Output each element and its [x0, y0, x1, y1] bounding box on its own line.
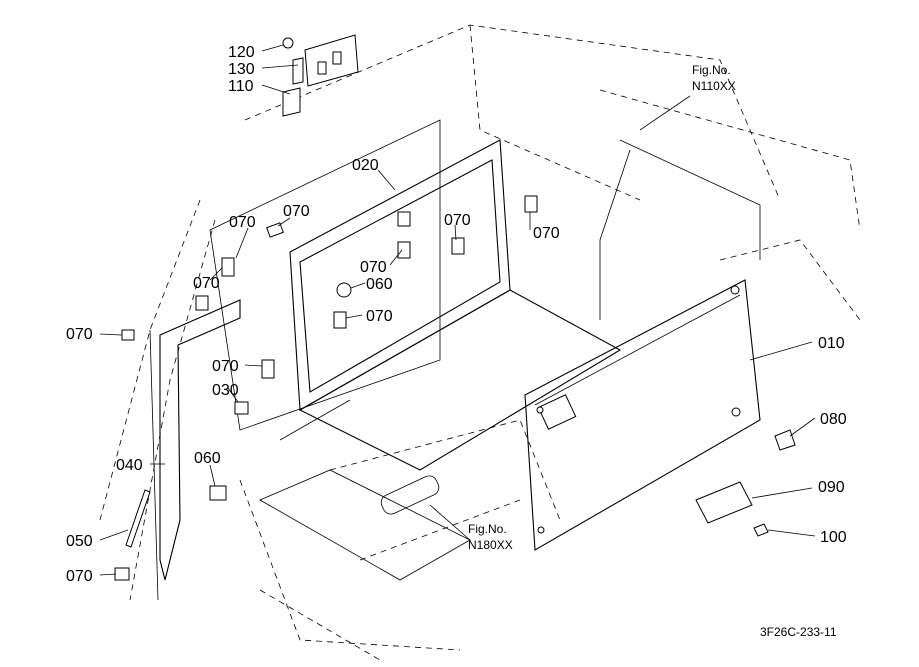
part-label-030: 030 [212, 382, 239, 399]
fig-ref-bottom-line2: N180XX [468, 538, 513, 552]
part-label-100: 100 [820, 529, 847, 546]
part-labels: 120 130 110 020 070 070 070 070 070 070 … [66, 44, 847, 585]
part-label-060-a: 060 [366, 276, 393, 293]
cover-panel-010 [524, 279, 761, 551]
part-label-090: 090 [818, 479, 845, 496]
part-label-060-b: 060 [194, 450, 221, 467]
part-label-070-c: 070 [193, 275, 220, 292]
part-label-070-j: 070 [66, 568, 93, 585]
part-label-070-d: 070 [444, 212, 471, 229]
figure-references: Fig.No. N110XX Fig.No. N180XX [468, 63, 736, 552]
part-label-130: 130 [228, 61, 255, 78]
leader-lines [99, 44, 816, 576]
part-label-070-h: 070 [66, 326, 93, 343]
part-label-080: 080 [820, 411, 847, 428]
part-label-040: 040 [116, 457, 143, 474]
part-label-070-e: 070 [360, 259, 387, 276]
part-label-050: 050 [66, 533, 93, 550]
part-label-070-b: 070 [283, 203, 310, 220]
background-frame [99, 24, 861, 661]
part-label-070-a: 070 [229, 214, 256, 231]
part-label-070-g: 070 [366, 308, 393, 325]
fig-ref-bottom-line1: Fig.No. [468, 522, 507, 536]
part-label-020: 020 [352, 157, 379, 174]
fig-ref-top-line2: N110XX [692, 79, 736, 93]
drawing-code: 3F26C-233-11 [760, 625, 837, 639]
stay-040 [149, 299, 241, 601]
fasteners [114, 195, 796, 581]
part-label-010: 010 [818, 335, 845, 352]
fig-ref-top-line1: Fig.No. [692, 63, 731, 77]
top-bracket [282, 34, 359, 117]
part-label-070-i: 070 [212, 358, 239, 375]
part-label-120: 120 [228, 44, 255, 61]
part-label-070-f: 070 [533, 225, 560, 242]
rod-050 [125, 489, 151, 548]
part-label-110: 110 [228, 78, 254, 95]
